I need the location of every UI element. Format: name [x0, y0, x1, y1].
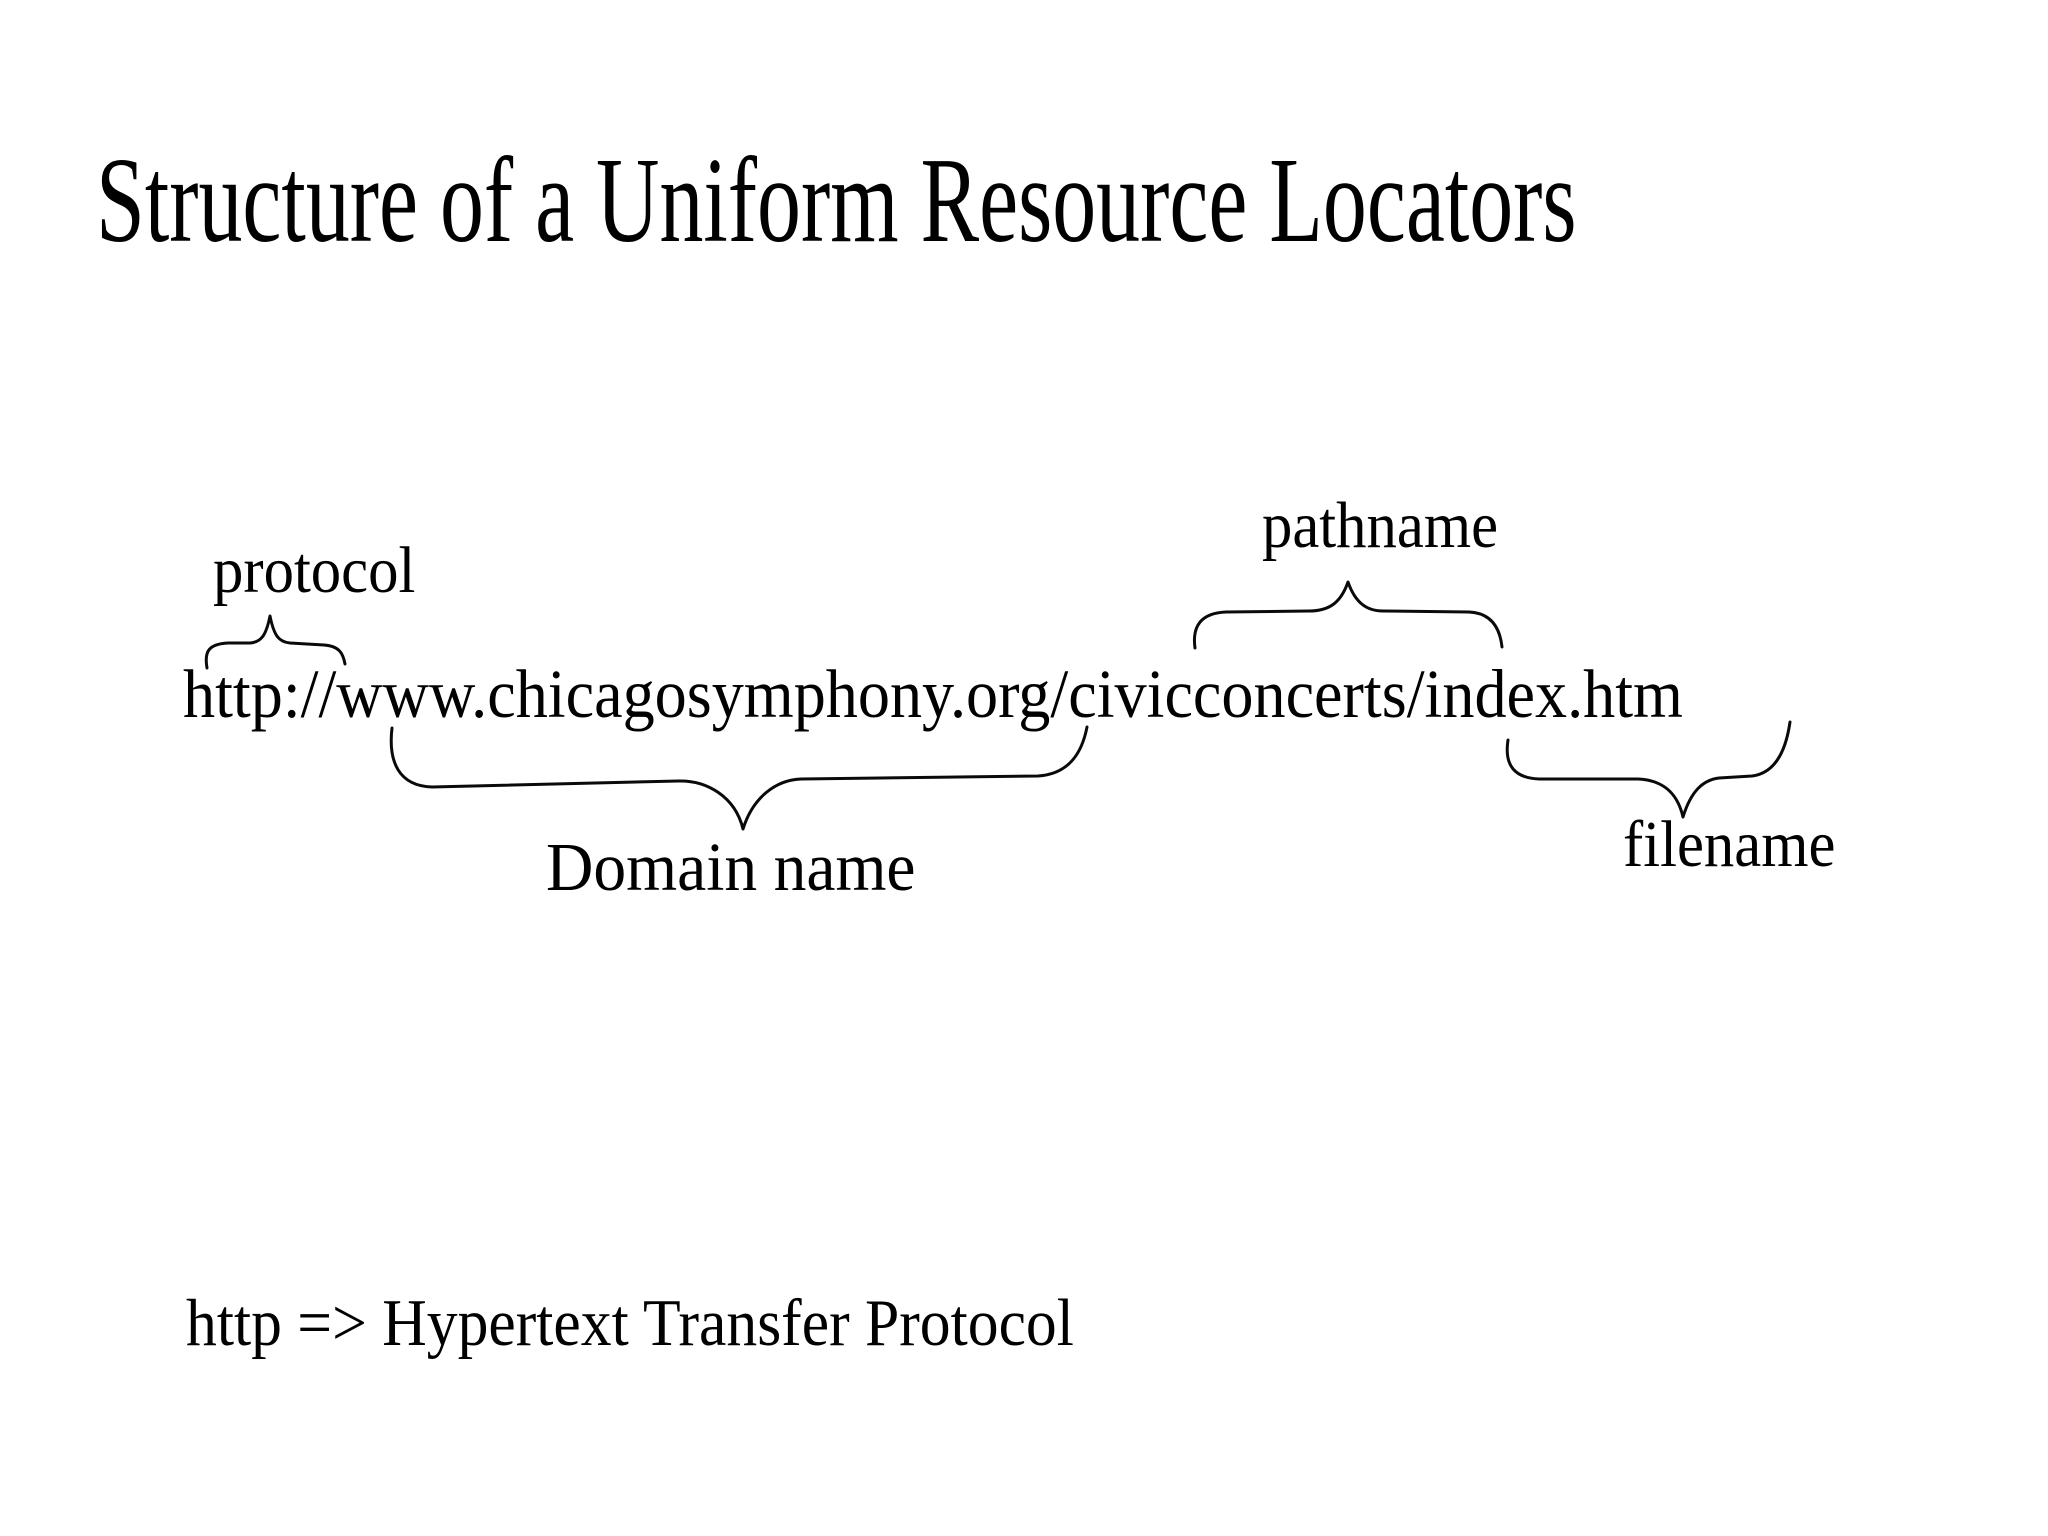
filename-label: filename [1623, 808, 1836, 881]
filename-brace-icon [1505, 720, 1792, 819]
http-definition-note: http => Hypertext Transfer Protocol [186, 1286, 1074, 1360]
protocol-label: protocol [213, 534, 416, 607]
domain-name-label: Domain name [546, 829, 916, 905]
pathname-label: pathname [1262, 489, 1499, 562]
url-text: http://www.chicagosymphony.org/civicconc… [183, 656, 1683, 732]
domain-name-brace-icon [389, 725, 1089, 831]
slide-title: Structure of a Uniform Resource Locators [96, 133, 1577, 268]
pathname-brace-icon [1192, 580, 1504, 650]
